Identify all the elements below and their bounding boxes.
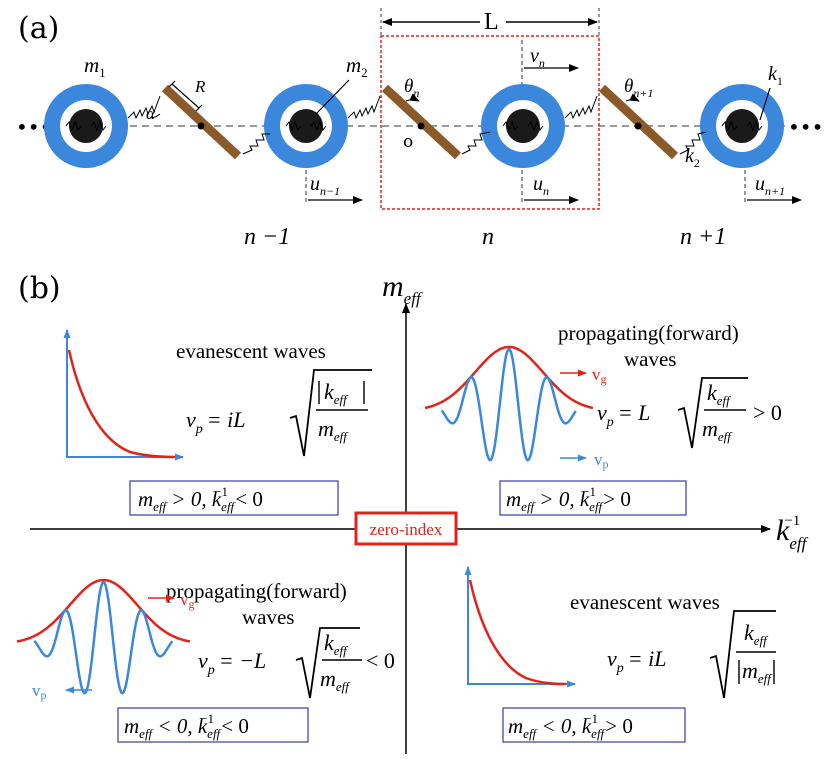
m1-label: m1: [84, 53, 106, 80]
q4-sqrt: [709, 610, 776, 699]
quadrant-top-left: evanescent waves vp= iL keff meff meff >…: [63, 329, 372, 516]
rod-3: [598, 84, 679, 160]
q3-condition: meff < 0, keff−1 < 0: [124, 711, 249, 741]
q2-title: evanescent waves: [176, 339, 326, 363]
mass-ring-3: [481, 84, 565, 168]
q3-title-line2: waves: [242, 605, 294, 629]
q2-den: meff: [318, 416, 349, 444]
panel-b-label: (b): [18, 271, 61, 306]
theta-n-arrow: [405, 93, 420, 102]
quadrant-bottom-right: evanescent waves vp= iL keff meff meff <…: [464, 566, 776, 743]
q1-num: keff: [707, 380, 732, 408]
q4-den: meff: [742, 658, 773, 686]
q3-sqrt: [295, 627, 360, 699]
o-label: o: [403, 132, 413, 152]
q1-vg-label: vg: [592, 365, 607, 386]
q1-condition: meff > 0, keff−1 > 0: [506, 484, 631, 514]
pivot-2: [417, 122, 425, 130]
pivot-3: [634, 122, 642, 130]
unit-cell-box: [380, 35, 600, 210]
q2-decay-curve: [67, 349, 176, 459]
zero-index-box: [354, 511, 458, 546]
r-bracket-tick-2: [195, 104, 203, 112]
q1-wave-packet: [440, 347, 577, 462]
quadrant-bottom-left: propagating(forward) waves vg vp vp= −L …: [16, 578, 395, 743]
q4-decay-curve: [468, 579, 567, 686]
length-label-bg: [480, 8, 506, 32]
q1-title-line1: propagating(forward): [558, 321, 739, 345]
q1-sqrt: [677, 377, 748, 449]
r-label: R: [194, 77, 206, 96]
x-axis-label: keff−1: [776, 513, 809, 553]
q3-condition-box: [117, 707, 309, 743]
m2-pointer: [315, 79, 350, 115]
zero-index-label: zero-index: [370, 520, 443, 539]
rod-1: [161, 84, 242, 160]
q1-title-line2: waves: [624, 347, 676, 371]
vn-label: vn: [530, 45, 545, 70]
length-label: L: [484, 9, 499, 35]
q3-formula: vp= −L: [198, 648, 266, 678]
panel-a: (a) ••• ••• L: [16, 8, 823, 250]
q3-title-line1: propagating(forward): [166, 579, 347, 603]
cell-n-label: n: [482, 224, 494, 250]
q1-den: meff: [702, 416, 733, 444]
q2-condition-box: [129, 480, 339, 516]
right-dots: •••: [788, 115, 823, 139]
k1-label: k1: [768, 63, 783, 88]
q3-formula-tail: < 0: [366, 648, 395, 673]
q2-num: keff: [324, 379, 349, 407]
unm1-label: un−1: [310, 173, 340, 198]
k1-pointer: [759, 87, 771, 121]
q3-den: meff: [320, 666, 351, 694]
mass-ring-2: [264, 84, 348, 168]
q1-formula-tail: > 0: [753, 400, 782, 425]
q1-vp-label: vp: [594, 450, 609, 471]
r-bracket: [171, 83, 200, 109]
panel-a-label: (a): [18, 11, 59, 46]
rod-2: [381, 84, 462, 160]
q2-condition: meff > 0, keff−1 < 0: [138, 484, 263, 514]
theta-n1-label: θn+1: [624, 76, 653, 100]
mass-ring-1: [44, 84, 128, 168]
q1-envelope: [424, 345, 594, 410]
q3-wave-packet: [33, 580, 174, 695]
q1-condition-box: [499, 480, 687, 516]
y-axis-label: meff: [382, 270, 423, 308]
unp1-label: un+1: [755, 173, 785, 198]
q2-formula: vp= iL: [186, 407, 245, 437]
q4-title: evanescent waves: [570, 590, 720, 614]
springs: [127, 95, 707, 155]
q3-envelope: [16, 578, 191, 643]
q3-vg-label: vg: [180, 590, 195, 611]
alpha-label: α: [146, 104, 156, 123]
q1-formula: vp= L: [597, 400, 650, 430]
mass-ring-4: [700, 84, 784, 168]
r-bracket-tick-1: [168, 80, 176, 88]
un-label: un: [533, 173, 549, 198]
q4-condition: meff < 0, keff−1 > 0: [508, 711, 633, 741]
quadrant-top-right: propagating(forward) waves vg vp vp= L k…: [424, 321, 782, 516]
q3-num: keff: [324, 630, 349, 658]
theta-n-label: θn: [404, 76, 419, 100]
panel-b: (b) meff keff−1 zero-index evanescent wa…: [16, 270, 809, 754]
k2-label: k2: [685, 145, 700, 170]
theta-n1-arrow: [625, 93, 640, 102]
q3-vp-label: vp: [32, 681, 47, 702]
q2-sqrt: [289, 369, 372, 457]
q4-condition-box: [502, 707, 686, 743]
pivot-1: [197, 122, 205, 130]
q4-formula: vp= iL: [607, 646, 666, 676]
m2-label: m2: [346, 53, 368, 80]
alpha-arc: [149, 113, 161, 119]
cell-np1-label: n +1: [680, 224, 726, 250]
q4-num: keff: [744, 620, 769, 648]
cell-nm1-label: n −1: [244, 224, 290, 250]
